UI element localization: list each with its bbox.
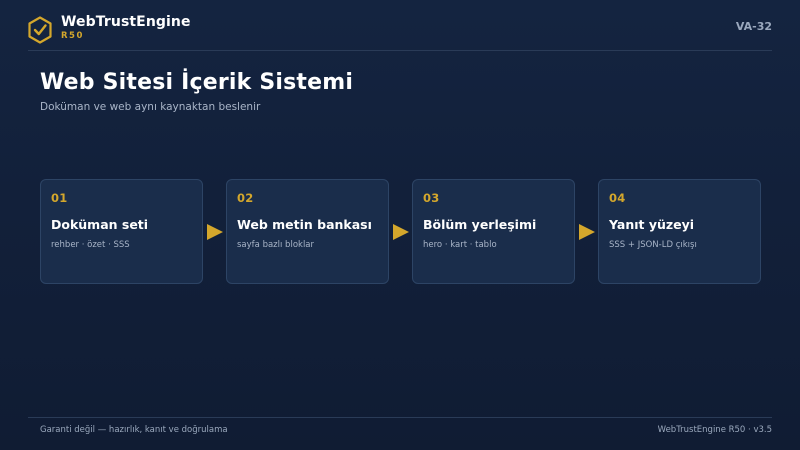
- shield-check-icon: [28, 16, 52, 44]
- step-title: Bölüm yerleşimi: [423, 217, 537, 232]
- brand-name: WebTrustEngine: [61, 14, 191, 30]
- step-description: hero · kart · tablo: [423, 240, 497, 250]
- step-description: rehber · özet · SSS: [51, 240, 130, 250]
- arrow-right-icon: [575, 179, 598, 284]
- arrow-right-icon: [203, 179, 226, 284]
- step-number: 02: [237, 191, 254, 205]
- step-description: SSS + JSON-LD çıkışı: [609, 240, 697, 250]
- step-title: Web metin bankası: [237, 217, 372, 232]
- footer-version: WebTrustEngine R50 · v3.5: [657, 425, 772, 435]
- footer-disclaimer: Garanti değil — hazırlık, kanıt ve doğru…: [40, 425, 228, 435]
- step-title: Doküman seti: [51, 217, 149, 232]
- header-divider: [28, 50, 772, 51]
- step-number: 01: [51, 191, 68, 205]
- page-title: Web Sitesi İçerik Sistemi: [40, 70, 354, 95]
- step-card-1: 01 Doküman seti rehber · özet · SSS: [40, 179, 203, 284]
- step-card-2: 02 Web metin bankası sayfa bazlı bloklar: [226, 179, 389, 284]
- step-card-3: 03 Bölüm yerleşimi hero · kart · tablo: [412, 179, 575, 284]
- step-card-4: 04 Yanıt yüzeyi SSS + JSON-LD çıkışı: [598, 179, 761, 284]
- page-subtitle: Doküman ve web aynı kaynaktan beslenir: [40, 101, 261, 113]
- header: WebTrustEngine R50 VA-32: [28, 14, 772, 50]
- brand-version: R50: [61, 31, 84, 41]
- step-number: 04: [609, 191, 626, 205]
- step-number: 03: [423, 191, 440, 205]
- step-description: sayfa bazlı bloklar: [237, 240, 315, 250]
- process-steps: 01 Doküman seti rehber · özet · SSS 02 W…: [40, 179, 761, 284]
- footer-divider: [28, 417, 772, 418]
- step-title: Yanıt yüzeyi: [609, 217, 695, 232]
- slide-code: VA-32: [735, 20, 772, 33]
- arrow-right-icon: [389, 179, 412, 284]
